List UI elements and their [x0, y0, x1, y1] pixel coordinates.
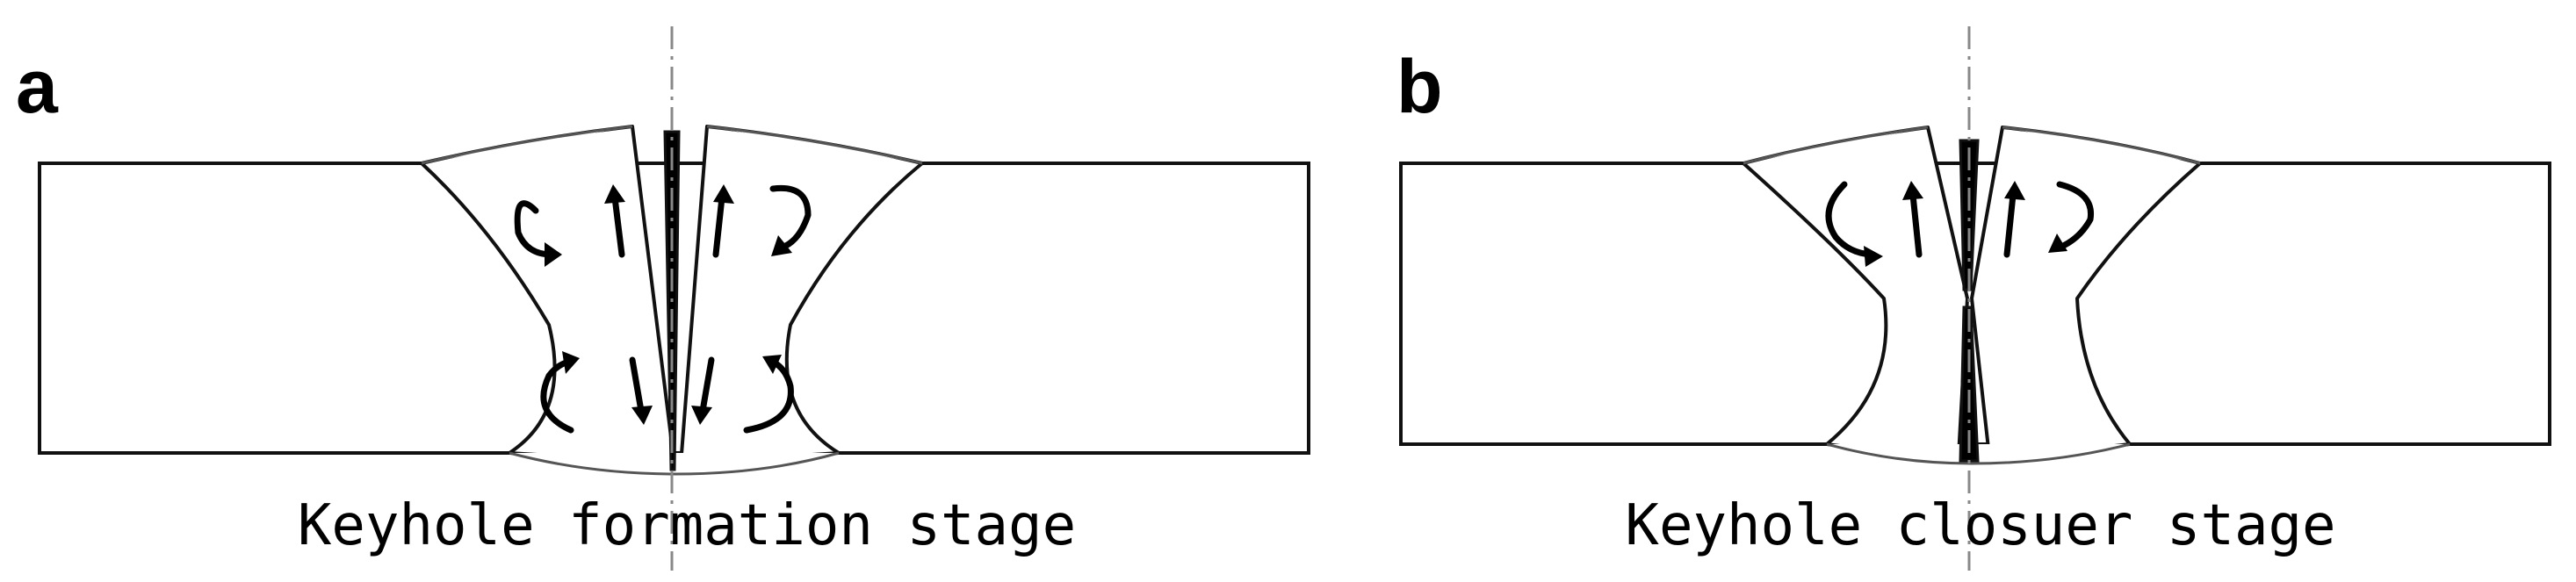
panel-a: a — [16, 26, 1310, 571]
panel-a-caption: Keyhole formation stage — [298, 493, 1076, 558]
panel-b-keyhole — [1959, 139, 1980, 463]
panel-b-caption: Keyhole closuer stage — [1625, 493, 2335, 558]
panel-b: b Keyhole closuer st — [1396, 26, 2551, 571]
panel-a-flow-arrows — [514, 184, 812, 434]
panel-b-letter: b — [1396, 45, 1443, 129]
panel-a-top-cap — [421, 125, 923, 165]
panel-a-letter: a — [16, 45, 59, 129]
panel-b-flow-arrows — [1825, 181, 2095, 267]
panel-b-top-cap — [1743, 126, 2201, 165]
